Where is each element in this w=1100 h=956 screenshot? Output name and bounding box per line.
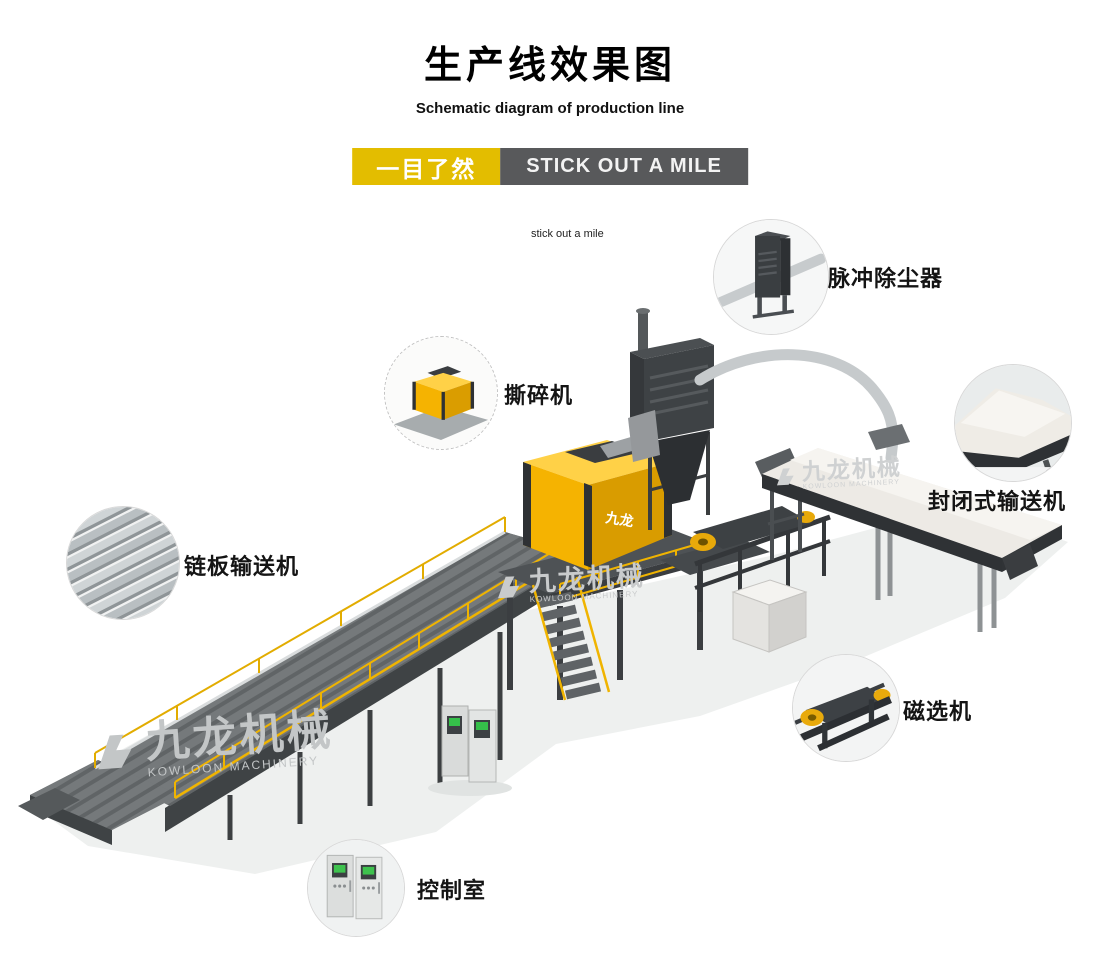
pipes: [694, 349, 899, 464]
enclosed-conveyor-thumbnail: [954, 364, 1072, 482]
shredder-thumbnail: [384, 336, 498, 450]
banner: 一目了然 STICK OUT A MILE: [352, 148, 748, 185]
kowloon-logo-icon: [776, 467, 794, 486]
chain-plate-conveyor-thumbnail: [66, 506, 180, 620]
banner-right-segment: STICK OUT A MILE: [500, 148, 748, 185]
watermark-left: 九龙机械 KOWLOON MACHINERY: [86, 705, 336, 783]
magnetic-separator-label: 磁选机: [903, 699, 973, 724]
page-subtitle: Schematic diagram of production line: [415, 100, 685, 117]
enclosed-conveyor: [755, 424, 1062, 632]
control-room-label: 控制室: [417, 878, 487, 903]
magnetic-separator: [690, 506, 831, 612]
storage-bin: [731, 579, 808, 653]
control-cabinets: [428, 705, 512, 796]
watermark-right: 九龙机械 KOWLOON MACHINERY: [771, 454, 902, 493]
enclosed-conveyor-label: 封闭式输送机: [928, 489, 1067, 514]
kowloon-logo-icon: [498, 576, 520, 599]
chain-conveyor: [18, 516, 585, 845]
chain-plate-conveyor-label: 链板输送机: [184, 554, 300, 579]
ground-shadow: [28, 504, 1068, 874]
tagline: stick out a mile: [531, 228, 604, 240]
watermark-center: 九龙机械 KOWLOON MACHINERY: [491, 561, 646, 607]
banner-left-segment: 一目了然: [352, 148, 501, 185]
shredder-label: 撕碎机: [504, 383, 574, 408]
dust-collector-tower: [600, 308, 714, 530]
shredder-brand-text: 九龙: [604, 509, 635, 529]
kowloon-logo-icon: [98, 734, 132, 770]
pulse-dust-collector-label: 脉冲除尘器: [828, 266, 944, 291]
page-title: 生产线效果图: [423, 45, 676, 87]
pulse-dust-collector-thumbnail: [713, 219, 829, 335]
magnetic-separator-thumbnail: [792, 654, 900, 762]
control-room-thumbnail: [307, 839, 405, 937]
